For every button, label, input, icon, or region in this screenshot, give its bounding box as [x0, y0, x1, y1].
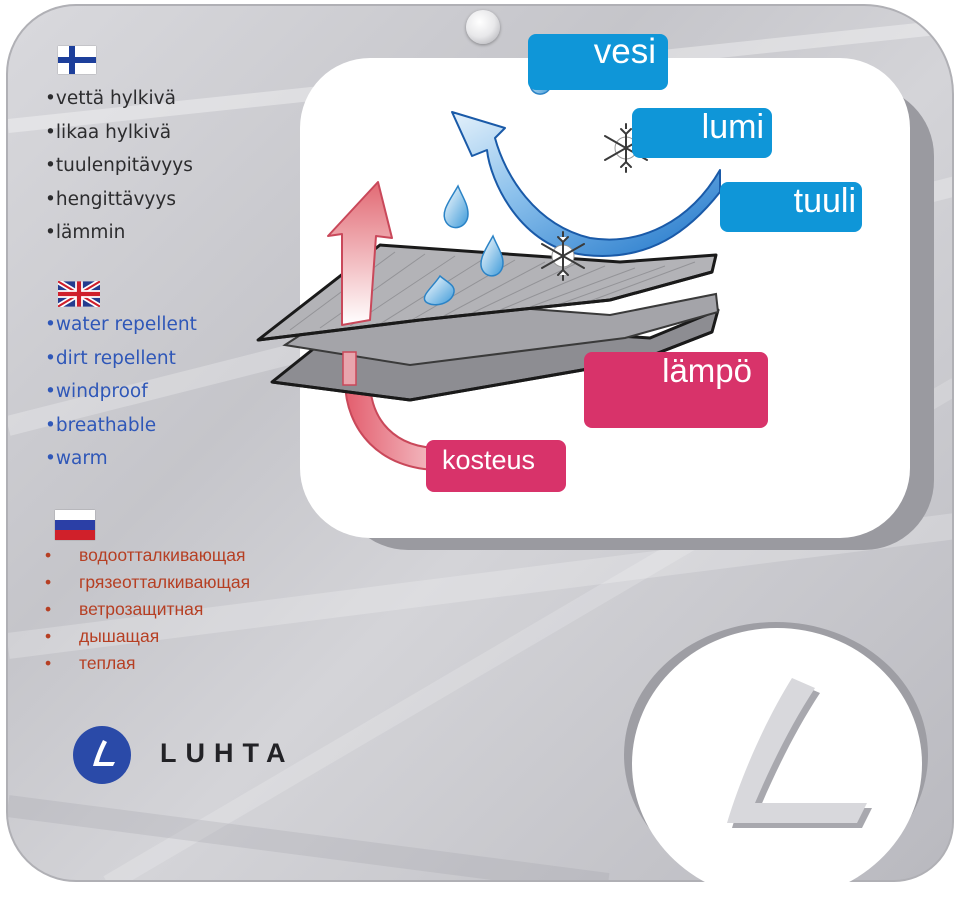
russia-flag-icon	[55, 510, 95, 540]
label-kosteus-text: kosteus	[442, 445, 536, 475]
label-lampo: lämpö	[584, 352, 768, 428]
list-item: •водоотталкивающая	[45, 545, 246, 565]
uk-flag-icon	[58, 281, 100, 307]
finnish-feature-list: •vettä hylkivä •likaa hylkivä •tuulenpit…	[45, 82, 193, 250]
water-drop-icon	[423, 274, 455, 306]
label-lumi: lumi	[632, 108, 772, 158]
list-item: •tuulenpitävyys	[45, 155, 193, 176]
luhta-logo-icon	[73, 726, 131, 784]
brand-name: LUHTA	[160, 738, 295, 768]
heat-up-arrow	[327, 181, 393, 326]
russian-feature-list: •водоотталкивающая •грязеотталкивающая •…	[45, 542, 250, 677]
list-item: •water repellent	[45, 314, 197, 335]
hang-hole	[466, 10, 500, 44]
label-lumi-text: lumi	[701, 108, 764, 146]
list-item: •windproof	[45, 381, 148, 402]
wind-deflect-arrow	[451, 111, 721, 257]
list-item: •теплая	[45, 653, 136, 673]
list-item: •дышащая	[45, 626, 160, 646]
big-luhta-l-logo-icon	[632, 628, 922, 900]
label-tuuli: tuuli	[720, 182, 862, 232]
list-item: •breathable	[45, 414, 157, 436]
list-item: •vettä hylkivä	[45, 88, 176, 109]
label-vesi-text: vesi	[593, 32, 656, 71]
list-item: •грязеотталкивающая	[45, 572, 251, 592]
list-item: •dirt repellent	[45, 347, 176, 369]
list-item: •warm	[45, 448, 108, 469]
label-lampo-text: lämpö	[662, 352, 752, 389]
english-feature-list: •water repellent •dirt repellent •windpr…	[45, 308, 197, 476]
label-vesi: vesi	[528, 34, 668, 90]
list-item: •hengittävyys	[45, 188, 176, 210]
finland-flag-icon	[58, 46, 96, 74]
list-item: •ветрозащитная	[45, 599, 204, 619]
list-item: •lämmin	[45, 222, 126, 243]
snowflake-icon	[541, 231, 585, 281]
label-kosteus: kosteus	[426, 440, 566, 492]
water-drop-icon	[480, 234, 504, 277]
water-drop-icon	[443, 184, 469, 229]
list-item: •likaa hylkivä	[45, 121, 172, 143]
label-tuuli-text: tuuli	[793, 182, 856, 220]
